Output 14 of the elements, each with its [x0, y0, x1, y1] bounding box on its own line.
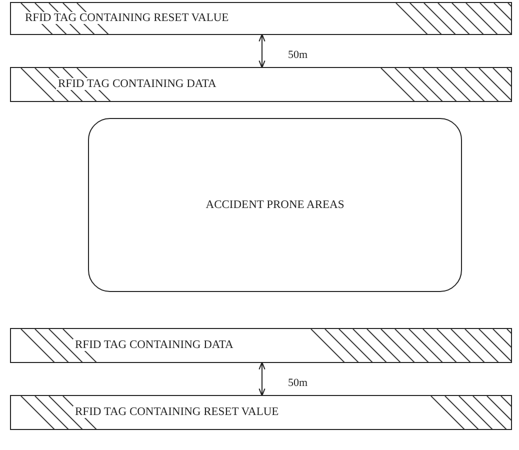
- hatched-band: [10, 67, 512, 102]
- tag-label: RFID TAG CONTAINING RESET VALUE: [73, 406, 281, 418]
- hatched-band: [10, 2, 512, 35]
- tag-label: RFID TAG CONTAINING DATA: [73, 338, 236, 350]
- hatched-band: [10, 328, 512, 363]
- tag-label: RFID TAG CONTAINING RESET VALUE: [23, 12, 231, 24]
- double-arrow: [258, 362, 266, 396]
- area-box: [88, 118, 462, 292]
- area-label: ACCIDENT PRONE AREAS: [206, 199, 344, 211]
- hatched-band: [10, 395, 512, 430]
- tag-label: RFID TAG CONTAINING DATA: [56, 78, 218, 90]
- distance-label: 50m: [286, 377, 310, 389]
- distance-label: 50m: [286, 49, 310, 61]
- double-arrow: [258, 34, 266, 68]
